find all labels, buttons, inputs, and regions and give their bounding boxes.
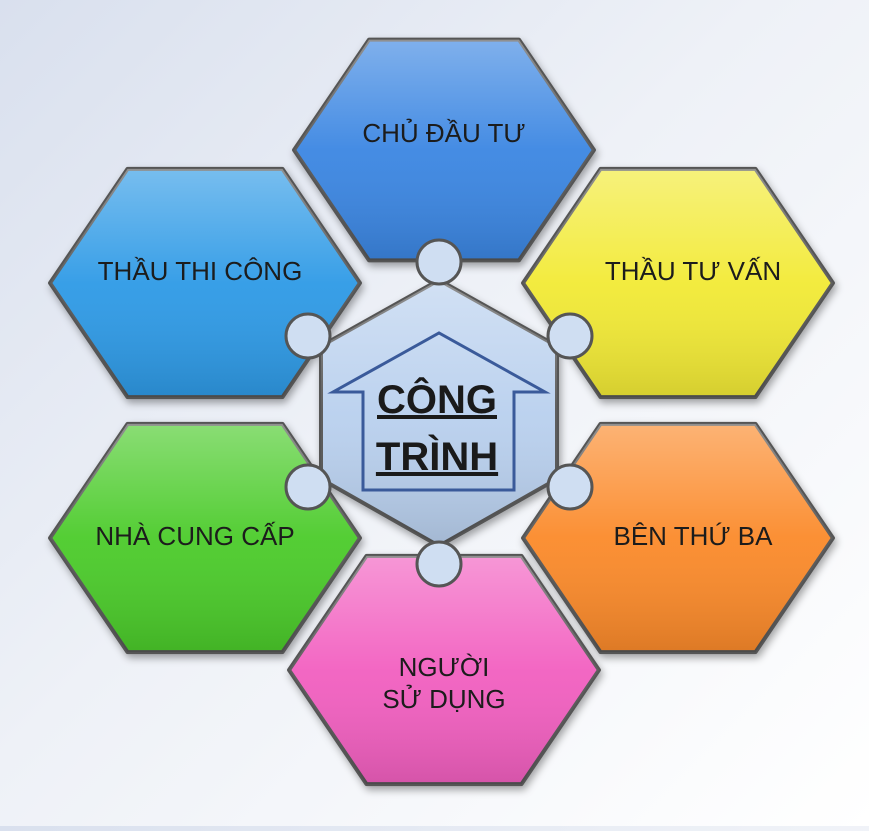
gloss-thau-thi-cong [50, 168, 360, 398]
label-ben-thu-ba: BÊN THỨ BA [614, 521, 774, 551]
puzzle-piece-nha-cung-cap: NHÀ CUNG CẤP [48, 421, 362, 655]
center-title-line2: TRÌNH [376, 434, 498, 479]
puzzle-piece-thau-thi-cong: THẦU THI CÔNG [48, 166, 362, 400]
house-icon [327, 331, 551, 492]
puzzle-piece-thau-tu-van: THẦU TƯ VẤN [521, 166, 835, 400]
gloss-ben-thu-ba [523, 423, 833, 653]
puzzle-piece-ben-thu-ba: BÊN THỨ BA [521, 421, 835, 655]
label-nha-cung-cap: NHÀ CUNG CẤP [95, 521, 294, 551]
center-piece: CÔNG TRÌNH [284, 238, 594, 588]
puzzle-piece-chu-dau-tu: CHỦ ĐẦU TƯ [292, 37, 596, 263]
gloss-nha-cung-cap [50, 423, 360, 653]
gloss-chu-dau-tu [294, 39, 594, 261]
label-thau-thi-cong: THẦU THI CÔNG [98, 256, 303, 286]
center-title-line1: CÔNG [377, 376, 497, 422]
label-thau-tu-van: THẦU TƯ VẤN [605, 256, 781, 286]
label-chu-dau-tu: CHỦ ĐẦU TƯ [362, 117, 525, 148]
label-nguoi-su-dung-line2: SỬ DỤNG [382, 683, 505, 714]
center-knobs [284, 238, 594, 588]
gloss-nguoi-su-dung [289, 555, 599, 785]
gloss-thau-tu-van [523, 168, 833, 398]
label-nguoi-su-dung-line1: NGƯỜI [399, 652, 490, 682]
